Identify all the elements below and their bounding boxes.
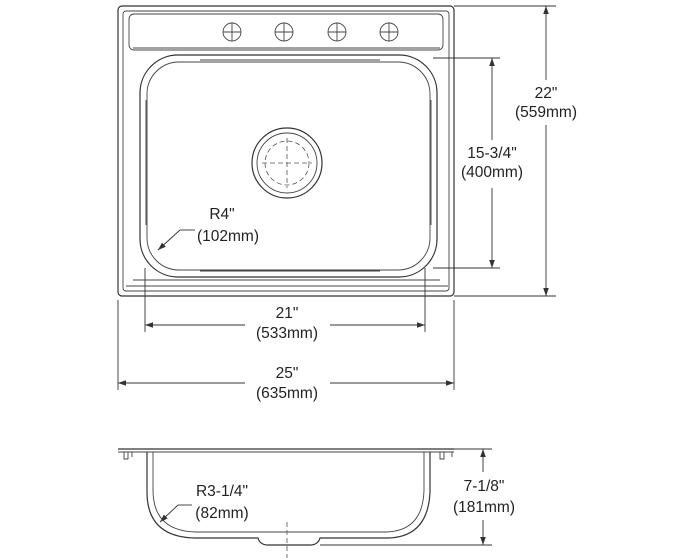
sink-outer-rim <box>117 5 455 297</box>
faucet-hole <box>222 22 242 42</box>
faucet-deck <box>128 13 444 51</box>
overall-depth-dimension: 22" (559mm) <box>515 6 577 296</box>
bowl-outline <box>139 54 438 278</box>
bowl-height-dimension: 7-1/8" (181mm) <box>453 449 515 545</box>
corner-radius-callout: R4" (102mm) <box>157 206 259 251</box>
bowl-height-mm: (181mm) <box>453 499 515 516</box>
bowl-depth-mm: (400mm) <box>461 164 523 181</box>
bowl-width-dimension: 21" (533mm) <box>145 305 425 342</box>
overall-width-mm: (635mm) <box>256 385 318 402</box>
top-view <box>117 5 556 390</box>
overall-depth-mm: (559mm) <box>515 104 577 121</box>
bowl-inner-outline <box>146 61 431 271</box>
bowl-depth-in: 15-3/4" <box>467 145 516 162</box>
faucet-hole <box>379 22 399 42</box>
bottom-radius-mm: (82mm) <box>195 505 248 522</box>
overall-width-in: 25" <box>276 365 299 382</box>
faucet-hole <box>327 22 347 42</box>
faucet-hole <box>274 22 294 42</box>
bottom-radius-callout: R3-1/4" (82mm) <box>159 483 249 523</box>
side-view <box>118 448 492 558</box>
drain <box>251 127 323 199</box>
bowl-width-in: 21" <box>276 305 299 322</box>
bowl-width-mm: (533mm) <box>256 325 318 342</box>
overall-width-dimension: 25" (635mm) <box>118 365 454 402</box>
bowl-depth-dimension: 15-3/4" (400mm) <box>461 58 523 268</box>
corner-radius-mm: (102mm) <box>197 228 259 245</box>
bowl-height-in: 7-1/8" <box>464 478 505 495</box>
overall-depth-in: 22" <box>535 85 558 102</box>
corner-radius-in: R4" <box>209 206 234 223</box>
bottom-radius-in: R3-1/4" <box>196 483 248 500</box>
bowl-profile <box>146 452 431 546</box>
sink-inner-rim <box>122 10 450 292</box>
